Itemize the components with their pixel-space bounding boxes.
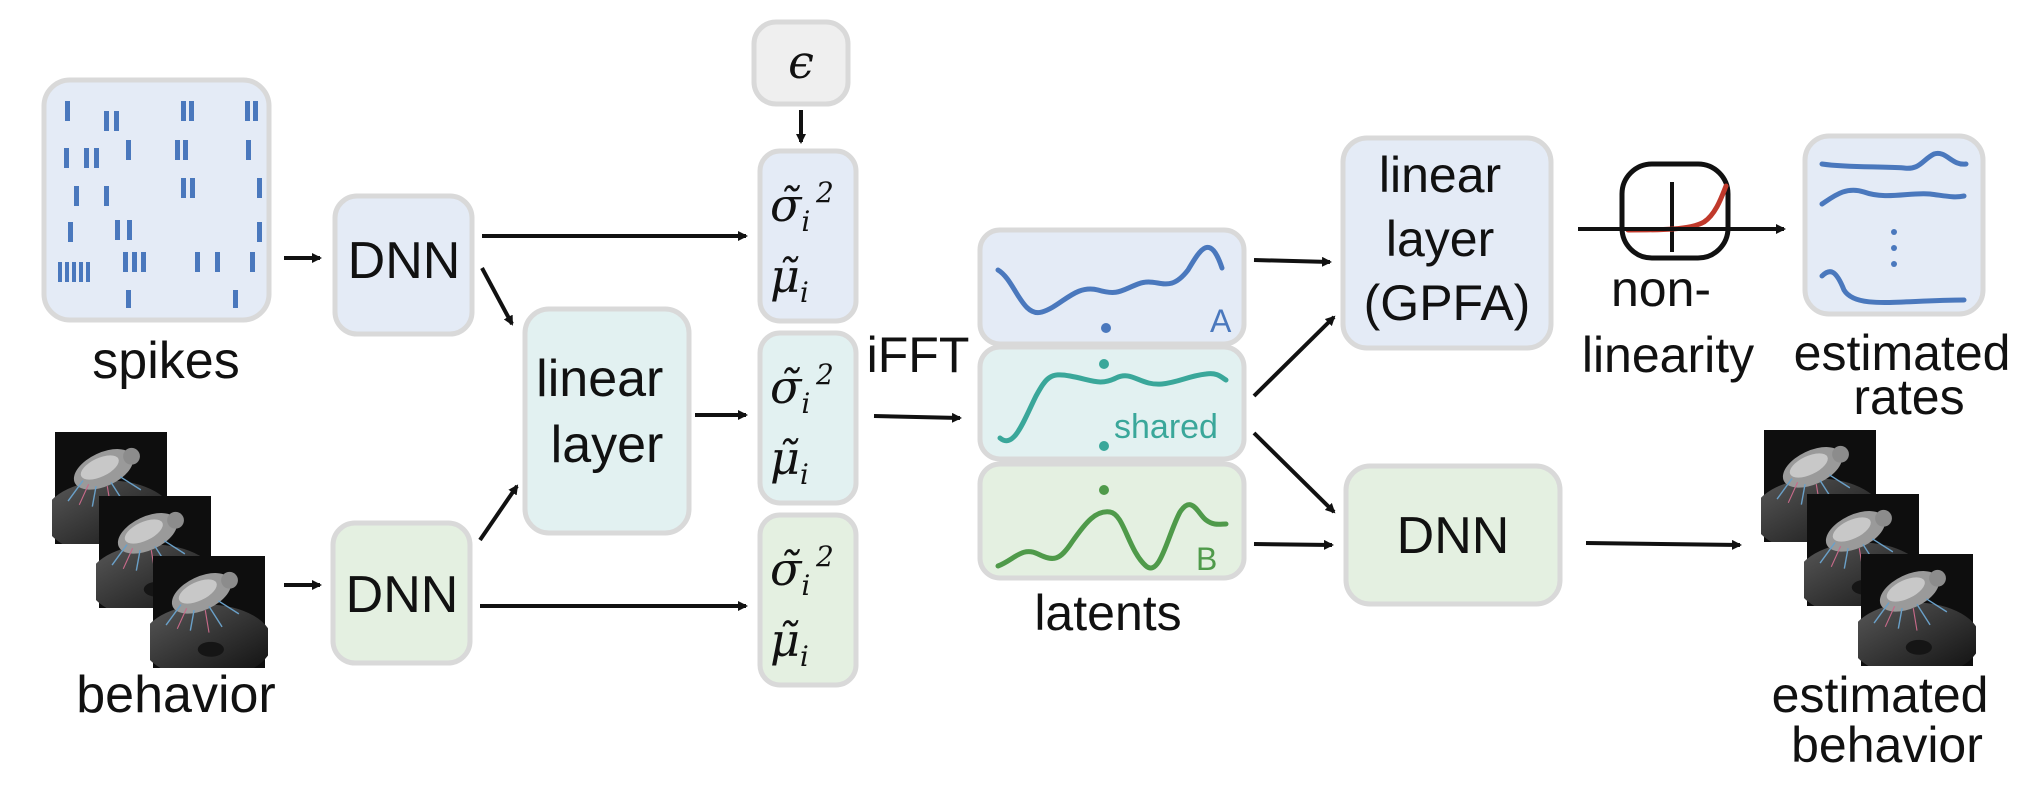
latents-label: latents [1034,585,1181,641]
param-box-spikes: σ̃i 2 μ̃i [757,148,859,324]
behavior-decoder-dnn-label: DNN [1397,507,1510,565]
mu-tilde: μ̃i [770,431,809,491]
arrow-latent-a-to-gpfa [1253,256,1332,267]
estimated-behavior-label: estimated behavior [1772,667,2003,773]
param-box-behavior: σ̃i 2 μ̃i [757,512,859,688]
latent-a-box [977,227,1247,347]
arrow-latent-b-to-dnn [1253,539,1334,550]
mu-tilde: μ̃i [770,249,809,309]
latent-b-tag: B [1196,541,1217,577]
arrow-shared-to-dnn [1252,431,1336,514]
spikes-dnn-box [332,193,475,337]
arrow-shared-to-gpfa [1252,315,1336,398]
nonlinearity-icon [1619,161,1731,261]
sigma-tilde: σ̃i [770,360,810,420]
arrows [284,110,1786,611]
behavior-dnn-box [330,520,473,666]
spikes-dnn-label: DNN [348,232,461,290]
latent-b-curve [995,502,1229,571]
estimated-rates-ellipsis [1891,229,1897,267]
arrow-dnn-to-linear-top [480,267,514,326]
estimated-behavior-frames [1761,430,1976,666]
param-box-shared: σ̃i 2 μ̃i [757,330,859,506]
estimated-rates-label: estimated rates [1794,325,2025,425]
sigma-exponent: 2 [815,176,834,209]
mu-tilde: μ̃i [770,613,809,673]
linear-layer-box [522,306,692,536]
sigma-exponent: 2 [815,358,834,391]
behavior-decoder-dnn-box [1343,463,1563,607]
spike-raster [58,101,262,308]
latent-shared-box [977,344,1247,462]
spikes-label: spikes [92,332,239,390]
epsilon-symbol: ϵ [788,35,814,89]
gpfa-label: linear layer (GPFA) [1364,147,1531,331]
sigma-tilde: σ̃i [770,178,810,238]
arrow-dnn-to-behavior [1585,539,1742,550]
ifft-label: iFFT [867,327,970,383]
latent-b-box [977,461,1247,581]
latent-a-marker [1101,323,1111,333]
sigma-tilde: σ̃i [770,542,810,602]
arrow-dnn-to-linear-bottom [478,484,519,542]
gpfa-box [1340,135,1554,351]
latent-shared-marker-top [1099,359,1109,369]
linear-layer-label: linear layer [536,350,678,474]
arrow-ifft [873,412,962,423]
behavior-dnn-label: DNN [346,566,459,624]
latent-shared-marker-bottom [1099,441,1109,451]
estimated-rate-traces [1819,150,1969,305]
latent-a-tag: A [1210,303,1232,339]
latent-shared-tag: shared [1114,408,1218,446]
behavior-video-frames [52,432,268,668]
sigma-exponent: 2 [815,540,834,573]
latent-a-curve [995,244,1225,315]
latent-shared-curve [997,371,1229,444]
estimated-rates-panel [1802,133,1986,317]
behavior-label: behavior [76,666,275,724]
epsilon-box [751,19,851,107]
spikes-panel [41,77,272,323]
nonlinearity-label: non- linearity [1582,261,1754,383]
latent-b-marker [1099,485,1109,495]
